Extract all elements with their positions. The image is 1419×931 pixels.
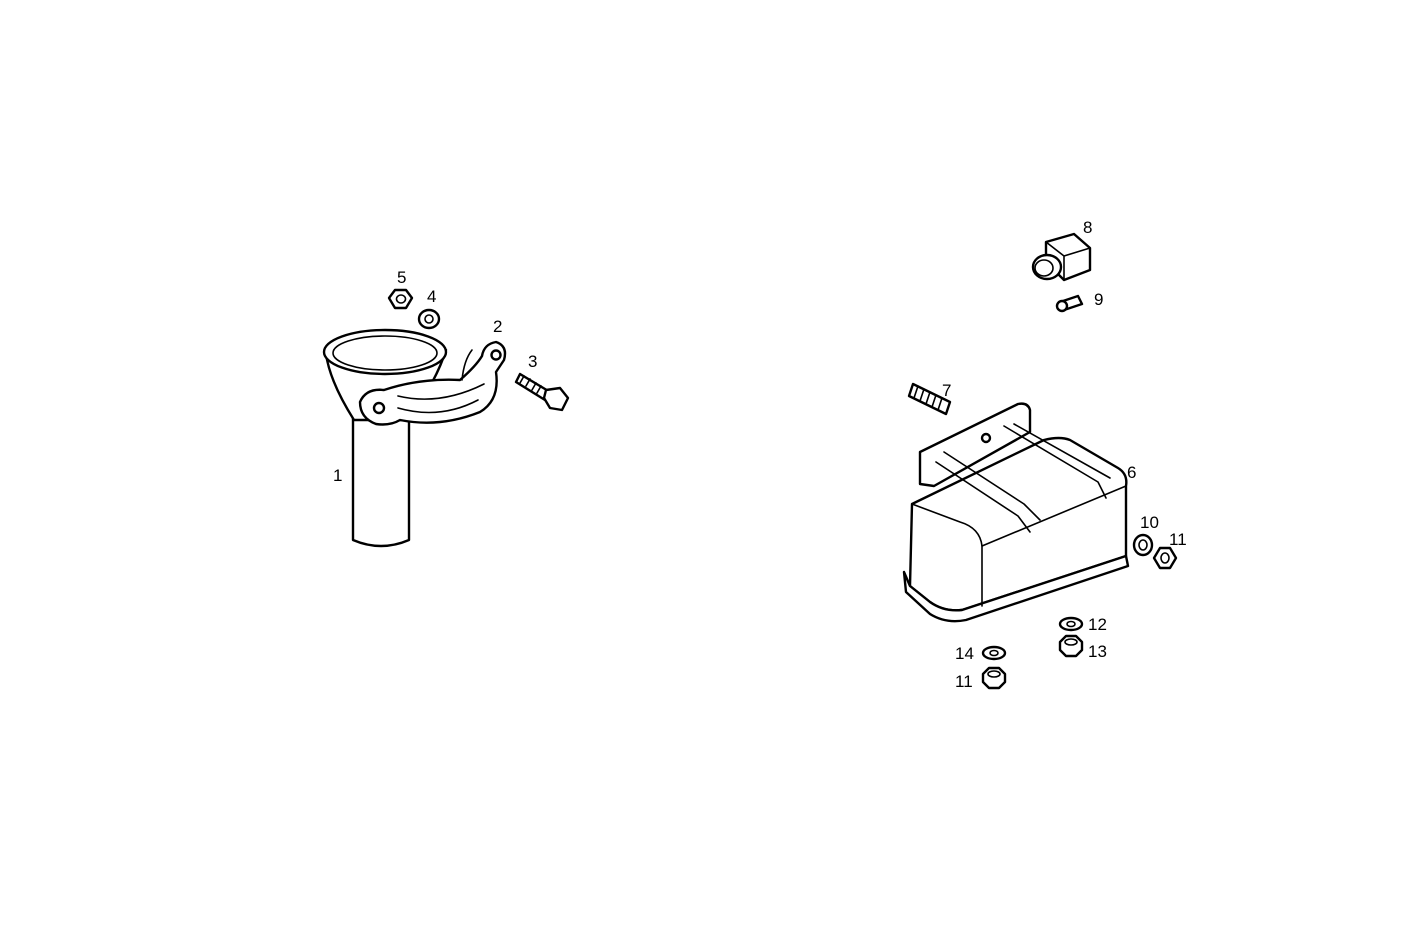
callout-14: 14 [955, 644, 974, 663]
funnel-pipe-part-1 [322, 328, 448, 548]
bolt-part-3 [514, 372, 570, 412]
callout-11-right: 11 [1169, 530, 1187, 549]
stud-part-7 [907, 382, 952, 416]
callout-9: 9 [1094, 290, 1103, 309]
callout-2: 2 [493, 317, 502, 336]
callout-6: 6 [1127, 463, 1136, 482]
callout-12: 12 [1088, 615, 1107, 634]
nut-part-5 [387, 288, 414, 310]
callout-1: 1 [333, 466, 342, 485]
nut-part-11-lower [981, 666, 1007, 690]
washer-part-4 [417, 308, 441, 330]
callout-labels: 1 2 3 4 5 6 7 8 9 10 11 12 13 14 11 [333, 218, 1187, 691]
callout-3: 3 [528, 352, 537, 371]
callout-11-lower: 11 [955, 672, 973, 691]
washer-part-12 [1058, 616, 1084, 632]
callout-5: 5 [397, 268, 406, 287]
screw-part-9 [1055, 294, 1084, 313]
callout-8: 8 [1083, 218, 1092, 237]
callout-4: 4 [427, 287, 436, 306]
washer-part-14 [981, 645, 1007, 661]
cover-box-part-6 [902, 402, 1130, 623]
callout-10: 10 [1140, 513, 1159, 532]
washer-part-10 [1132, 533, 1154, 557]
connector-part-8 [1031, 232, 1092, 282]
nut-part-11-right [1152, 546, 1178, 570]
callout-7: 7 [942, 381, 951, 400]
callout-13: 13 [1088, 642, 1107, 661]
nut-part-13 [1058, 634, 1084, 658]
clamp-part-2 [358, 340, 507, 426]
